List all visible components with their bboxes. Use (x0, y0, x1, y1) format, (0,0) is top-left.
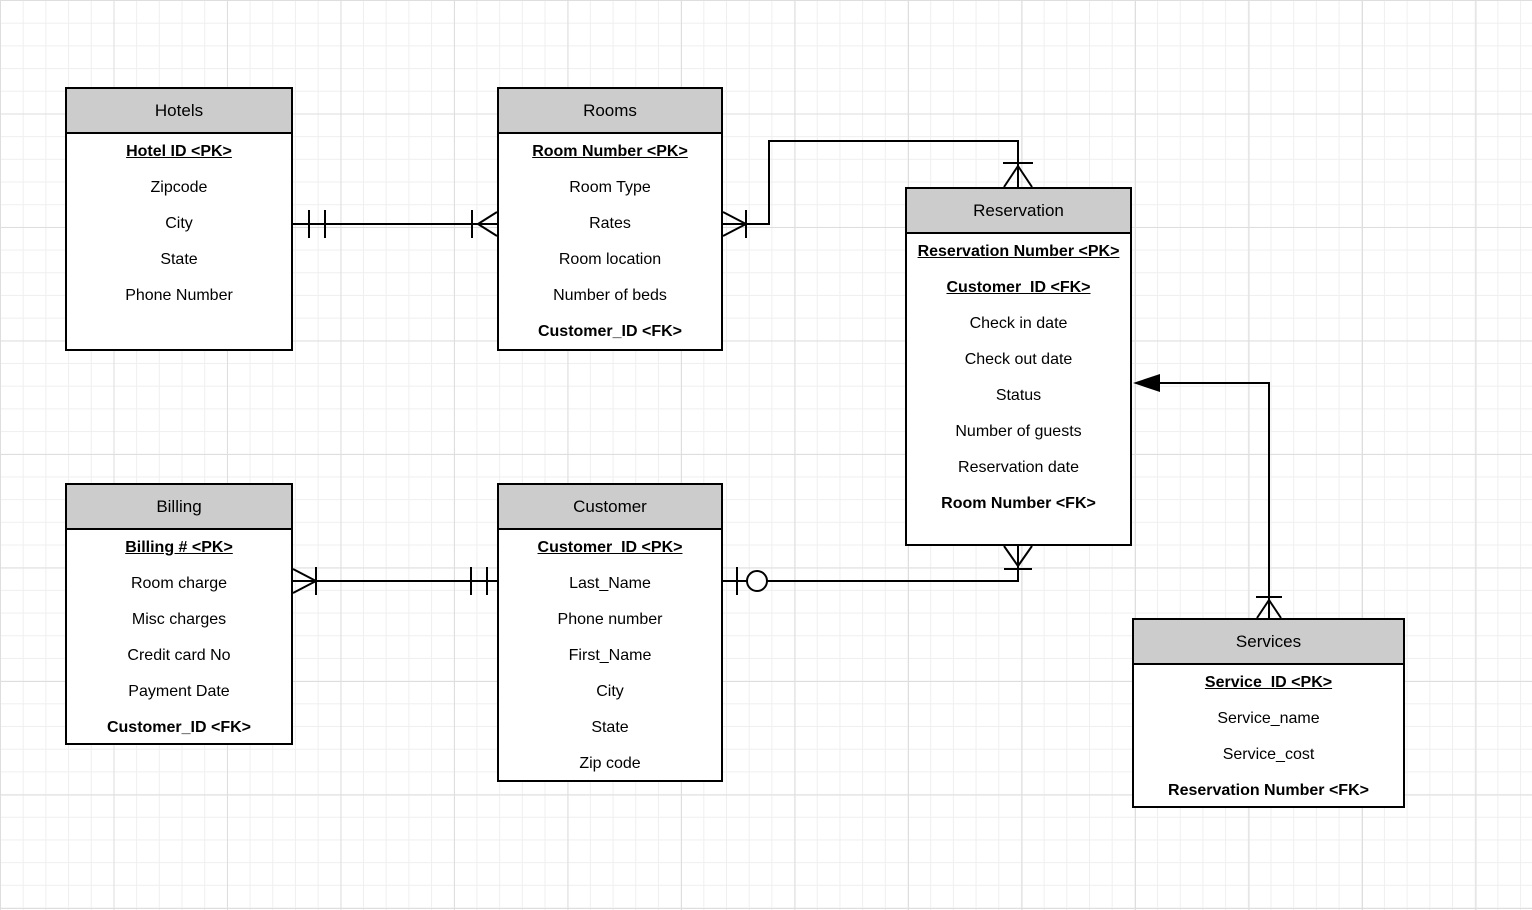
customer-field: City (596, 683, 624, 700)
customer-field: State (591, 719, 629, 736)
entity-reservation-title: Reservation (907, 189, 1130, 234)
rooms-field: Rates (589, 215, 631, 232)
hotels-field: Zipcode (150, 179, 208, 196)
one-and-only-one-icon (308, 210, 326, 238)
entity-billing-title: Billing (67, 485, 291, 530)
services-field: Service ID <PK> (1204, 674, 1333, 691)
reservation-field: Check in date (969, 315, 1068, 332)
one-and-only-one-icon (470, 567, 488, 595)
billing-field: Customer_ID <FK> (106, 719, 252, 736)
customer-field: Last_Name (569, 575, 651, 592)
billing-field: Credit card No (127, 647, 231, 664)
one-or-many-icon (1256, 596, 1282, 619)
zero-circle-icon (746, 570, 768, 592)
rooms-field: Room location (558, 251, 662, 268)
reservation-field: Reservation date (958, 459, 1079, 476)
customer-field: Zip code (579, 755, 641, 772)
one-or-many-icon (1003, 162, 1033, 188)
one-or-many-icon (722, 210, 747, 238)
services-field: Reservation Number <FK> (1168, 782, 1369, 799)
reservation-field: Number of guests (955, 423, 1082, 440)
hotels-field: City (165, 215, 193, 232)
billing-field: Payment Date (128, 683, 230, 700)
billing-field: Billing # <PK> (125, 539, 233, 556)
rooms-field: Number of beds (553, 287, 667, 304)
rooms-field: Room Number <PK> (532, 143, 688, 160)
reservation-field: Room Number <FK> (941, 495, 1096, 512)
reservation-field: Customer ID <FK> (946, 279, 1091, 296)
billing-field: Room charge (130, 575, 228, 592)
services-field: Service_name (1217, 710, 1320, 727)
entity-rooms-title: Rooms (499, 89, 721, 134)
customer-field: Customer ID <PK> (537, 539, 683, 556)
services-field: Service_cost (1222, 746, 1315, 763)
rooms-field: Room Type (569, 179, 651, 196)
one-or-many-icon (471, 210, 498, 238)
entity-services-title: Services (1134, 620, 1403, 665)
billing-field: Misc charges (131, 611, 227, 628)
entity-hotels-title: Hotels (67, 89, 291, 134)
hotels-field: State (160, 251, 198, 268)
customer-field: First_Name (568, 647, 652, 664)
connector-services-reservation[interactable] (1133, 374, 1282, 619)
entity-reservation-fields: Reservation Number <PK> Customer ID <FK> C… (907, 234, 1130, 522)
reservation-field: Status (995, 387, 1042, 404)
reservation-field: Reservation Number <PK> (917, 243, 1120, 260)
connector-rooms-reservation[interactable] (722, 140, 1033, 238)
one-or-many-icon (1003, 545, 1033, 570)
hotels-field: Hotel ID <PK> (126, 143, 232, 160)
customer-field: Phone number (557, 611, 663, 628)
entity-reservation[interactable]: Reservation Reservation Number <PK> Custo… (905, 187, 1132, 546)
arrowhead-icon (1133, 374, 1160, 392)
reservation-field: Check out date (964, 351, 1073, 368)
connector-hotels-rooms[interactable] (293, 210, 498, 238)
connector-billing-customer[interactable] (292, 567, 497, 595)
hotels-field: Phone Number (125, 287, 233, 304)
rooms-field: Customer_ID <FK> (537, 323, 683, 340)
entity-customer-title: Customer (499, 485, 721, 530)
one-or-many-icon (292, 567, 317, 595)
connector-customer-reservation[interactable] (723, 545, 1033, 595)
